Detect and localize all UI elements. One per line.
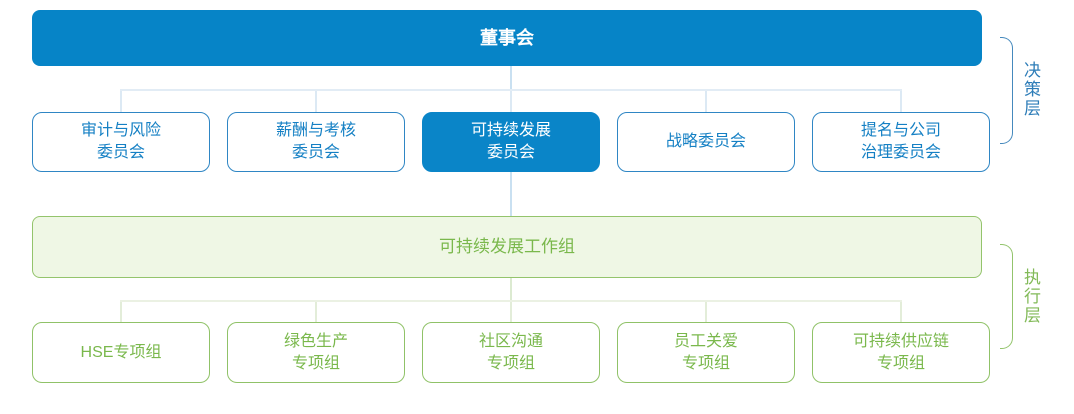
node-taskgroup-green-production: 绿色生产 专项组 xyxy=(227,322,405,383)
connector-committee-1-stub xyxy=(120,91,122,112)
taskgroup-label-line: 绿色生产 xyxy=(283,332,348,350)
connector-workgroup-stem xyxy=(510,278,512,301)
committee-label-line: 治理委员会 xyxy=(860,144,941,161)
connector-committee-3-stub xyxy=(510,91,512,112)
execution-layer-bracket xyxy=(1000,244,1013,349)
node-workgroup: 可持续发展工作组 xyxy=(32,216,982,278)
taskgroup-label-line: 专项组 xyxy=(876,354,925,372)
node-committee-nomination-governance: 提名与公司 治理委员会 xyxy=(812,112,990,172)
connector-committee-4-stub xyxy=(705,91,707,112)
node-taskgroup-community: 社区沟通 专项组 xyxy=(422,322,600,383)
decision-layer-bracket xyxy=(1000,37,1013,144)
connector-taskgroup-3-stub xyxy=(510,302,512,322)
connector-taskgroups-horizontal xyxy=(120,300,902,302)
taskgroup-label-line: 专项组 xyxy=(486,354,535,372)
node-taskgroup-employee-care: 员工关爱 专项组 xyxy=(617,322,795,383)
node-committee-strategy: 战略委员会 xyxy=(617,112,795,172)
taskgroup-label-line: 可持续供应链 xyxy=(852,332,949,350)
connector-committee-workgroup xyxy=(510,172,512,216)
taskgroup-label-line: HSE专项组 xyxy=(80,343,162,361)
taskgroup-label-line: 社区沟通 xyxy=(478,332,543,350)
node-board-label: 董事会 xyxy=(480,28,534,48)
node-committee-audit-risk: 审计与风险 委员会 xyxy=(32,112,210,172)
connector-taskgroup-1-stub xyxy=(120,302,122,322)
decision-layer-label: 决策层 xyxy=(1021,61,1040,118)
committee-label-line: 审计与风险 xyxy=(80,122,161,139)
committee-label-line: 委员会 xyxy=(486,144,535,161)
connector-taskgroup-4-stub xyxy=(705,302,707,322)
committee-label-line: 委员会 xyxy=(96,144,145,161)
taskgroup-label-line: 专项组 xyxy=(291,354,340,372)
node-committee-remuneration: 薪酬与考核 委员会 xyxy=(227,112,405,172)
execution-layer-label: 执行层 xyxy=(1021,268,1040,325)
connector-taskgroup-2-stub xyxy=(315,302,317,322)
committee-label-line: 可持续发展 xyxy=(470,122,551,139)
node-taskgroup-supply-chain: 可持续供应链 专项组 xyxy=(812,322,990,383)
connector-taskgroup-5-stub xyxy=(900,302,902,322)
connector-committees-horizontal xyxy=(120,89,902,91)
node-board: 董事会 xyxy=(32,10,982,66)
committee-label-line: 提名与公司 xyxy=(860,122,941,139)
committee-label-line: 薪酬与考核 xyxy=(275,122,356,139)
committee-label-line: 战略委员会 xyxy=(665,133,746,150)
taskgroup-label-line: 专项组 xyxy=(681,354,730,372)
connector-committee-2-stub xyxy=(315,91,317,112)
taskgroup-label-line: 员工关爱 xyxy=(673,332,738,350)
node-taskgroup-hse: HSE专项组 xyxy=(32,322,210,383)
node-committee-sustainability: 可持续发展 委员会 xyxy=(422,112,600,172)
node-workgroup-label: 可持续发展工作组 xyxy=(439,237,575,256)
connector-board-stem xyxy=(510,66,512,90)
committee-label-line: 委员会 xyxy=(291,144,340,161)
connector-committee-5-stub xyxy=(900,91,902,112)
